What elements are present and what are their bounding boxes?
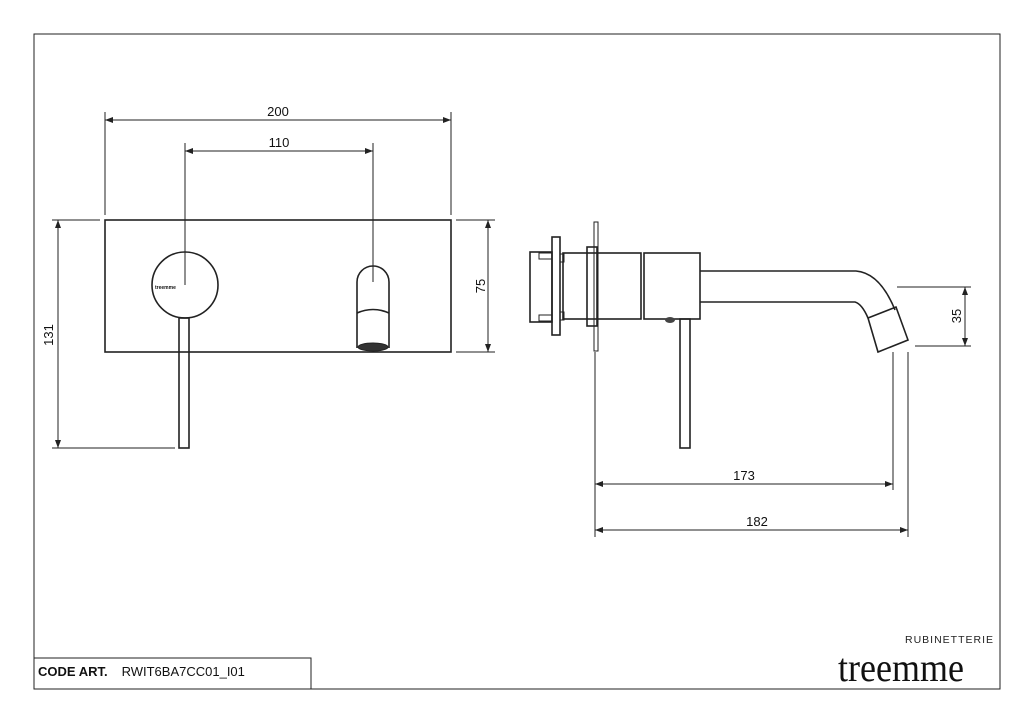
aerator-icon xyxy=(357,342,389,352)
title-block-box xyxy=(33,657,312,690)
dim-200: 200 xyxy=(267,104,289,119)
handle-logo: treemme xyxy=(155,285,176,291)
wall-plate xyxy=(104,219,452,353)
front-view: treemme 200 110 75 131 xyxy=(41,104,495,449)
dim-173: 173 xyxy=(733,468,755,483)
dim-182: 182 xyxy=(746,514,768,529)
article-code: CODE ART. RWIT6BA7CC01_I01 xyxy=(38,664,245,679)
lever-front xyxy=(178,317,190,449)
nozzle-side xyxy=(867,305,910,354)
dim-35: 35 xyxy=(949,309,964,323)
brand-subtitle: RUBINETTERIE xyxy=(904,634,994,646)
dim-131: 131 xyxy=(41,324,56,346)
mixer-body-side xyxy=(643,252,701,320)
drawing-frame xyxy=(33,33,1001,690)
code-label: CODE ART. xyxy=(38,664,108,679)
brand-name: treemme xyxy=(838,645,964,690)
code-value: RWIT6BA7CC01_I01 xyxy=(121,664,245,679)
side-view: 35 173 182 xyxy=(529,221,971,537)
dim-110: 110 xyxy=(269,135,290,150)
spout-side xyxy=(700,270,896,319)
dim-75: 75 xyxy=(473,279,488,293)
brand-logo: RUBINETTERIE treemme xyxy=(824,634,994,689)
lever-side xyxy=(679,318,691,449)
